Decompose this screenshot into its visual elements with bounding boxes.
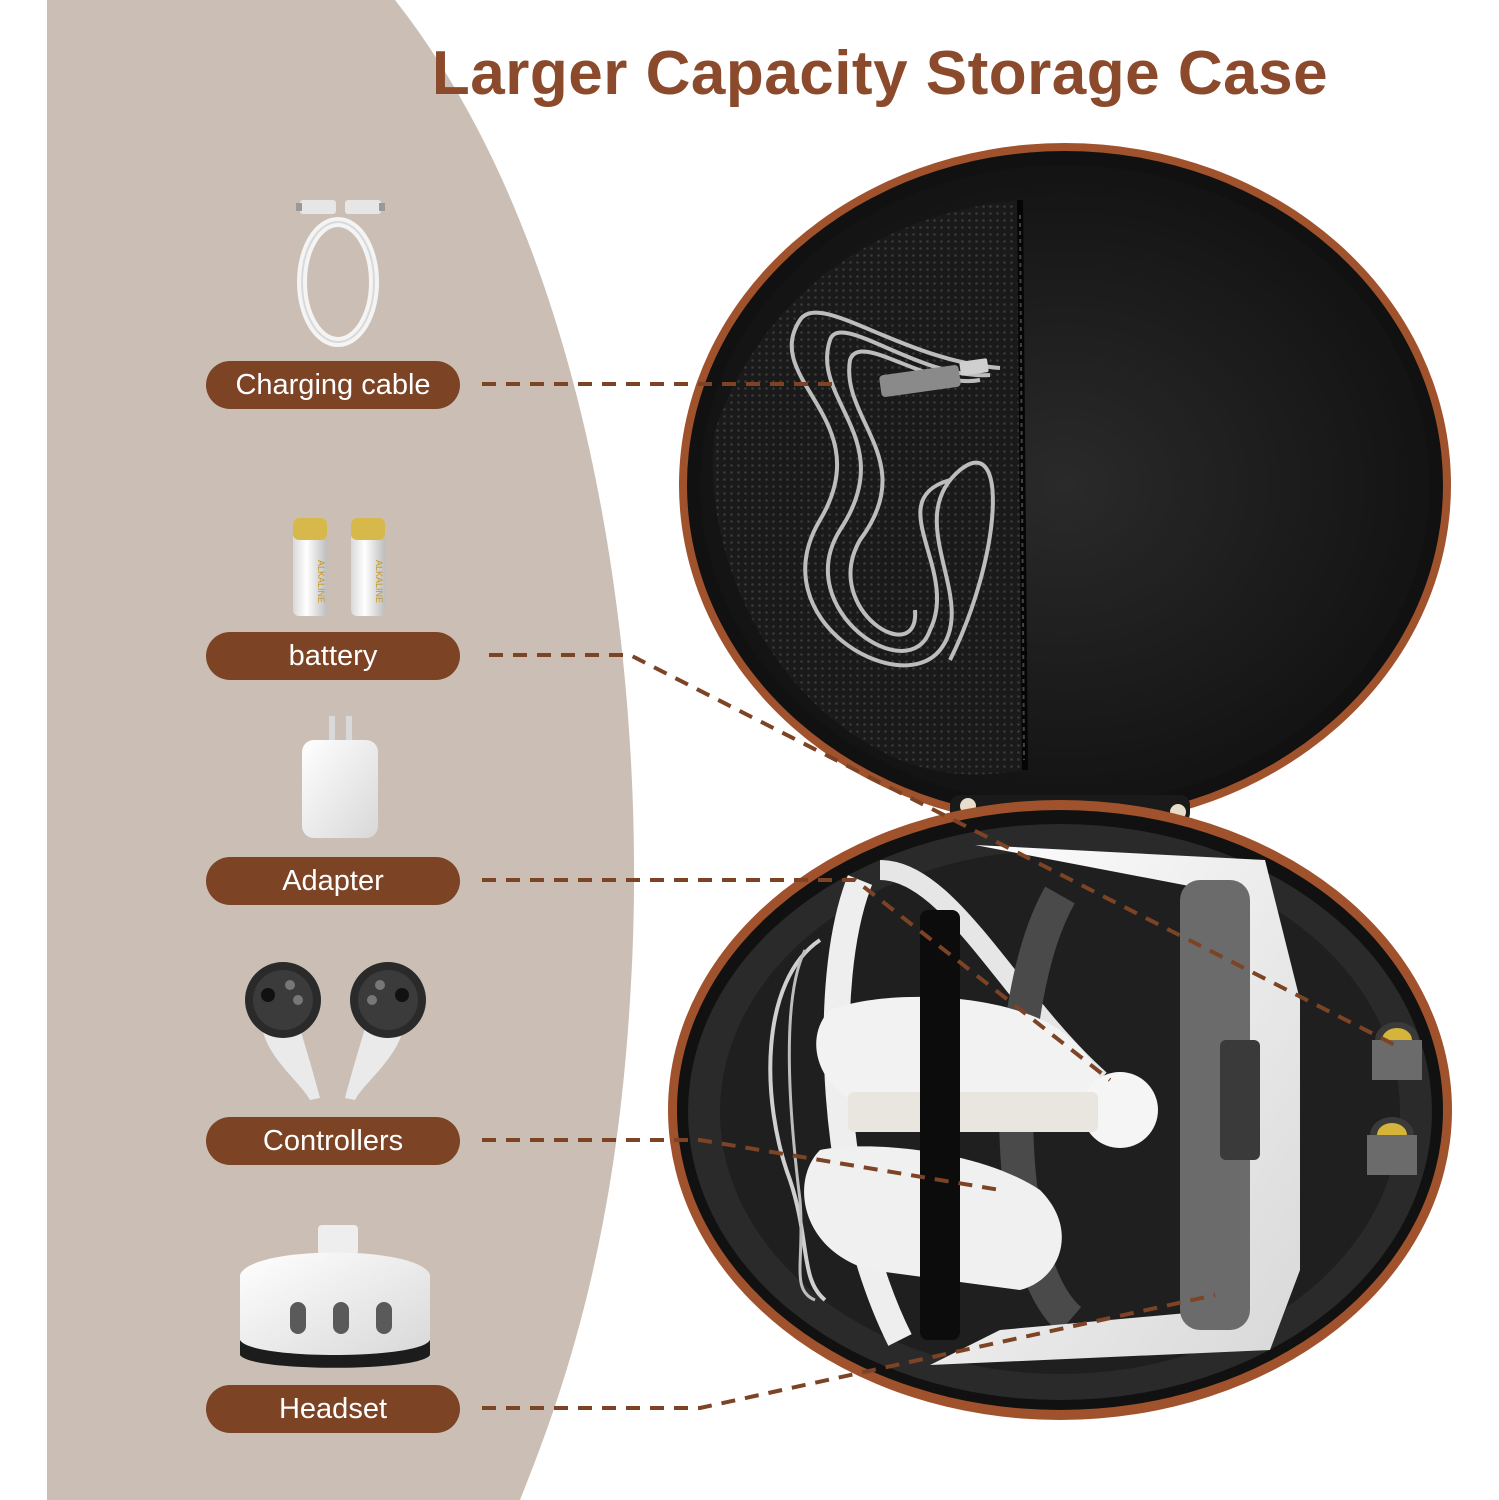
label-headset: Headset [206, 1385, 460, 1433]
usb-c-cable-icon [296, 200, 385, 347]
case-base [668, 800, 1452, 1420]
aa-battery-icon [293, 518, 385, 616]
controller-icon [245, 962, 426, 1100]
battery-brand-text: ALKALINE [316, 560, 326, 603]
leader-line-controllers [482, 1138, 1001, 1192]
label-adapter: Adapter [206, 857, 460, 905]
leader-lines [482, 382, 1396, 1410]
label-charging-cable: Charging cable [206, 361, 460, 409]
wall-adapter-icon [302, 716, 378, 838]
battery-brand-text-2: ALKALINE [374, 560, 384, 603]
leader-line-adapter [482, 878, 1112, 1082]
vr-headset-icon [240, 1225, 430, 1368]
label-battery: battery [206, 632, 460, 680]
case-lid [679, 143, 1451, 827]
stored-batteries [1367, 1022, 1422, 1175]
page-title: Larger Capacity Storage Case [431, 39, 1329, 108]
leader-line-headset [482, 1293, 1216, 1410]
label-controllers: Controllers [206, 1117, 460, 1165]
